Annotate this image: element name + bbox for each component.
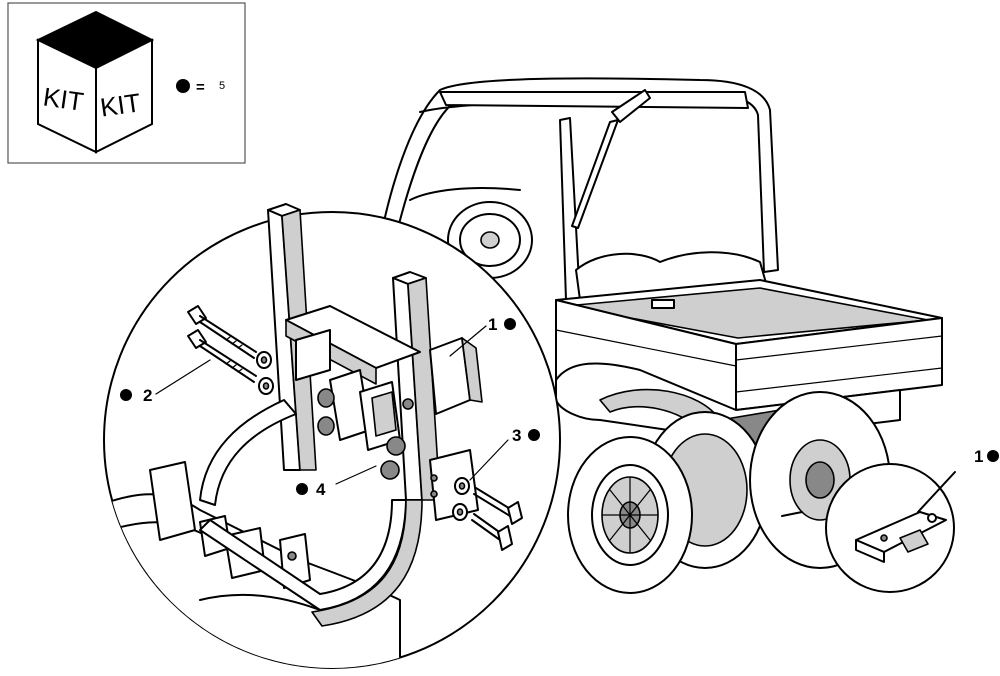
bullet-icon	[504, 318, 516, 330]
wheel-front-outer	[567, 436, 693, 594]
bullet-icon	[528, 429, 540, 441]
cargo-bed	[555, 279, 943, 411]
bullet-icon	[296, 483, 308, 495]
callout-2: 2	[120, 386, 152, 405]
utility-vehicle-illustration	[379, 77, 943, 594]
legend-equals: =	[196, 79, 205, 96]
kit-legend-box: KIT KIT = 5	[7, 2, 246, 164]
hitch-bracket-part	[855, 511, 947, 563]
bullet-icon	[987, 450, 999, 462]
front-frame-detail-circle	[103, 203, 561, 669]
bullet-icon	[176, 79, 190, 93]
hitch-pointer	[781, 511, 803, 517]
right-bolts-part-3	[452, 477, 523, 551]
callout-1: 1	[488, 315, 516, 334]
left-bolts-part-2	[187, 305, 274, 395]
hitch-detail-circle	[825, 463, 956, 593]
leader-line	[917, 471, 956, 513]
mount-plates	[329, 369, 401, 451]
callout-4-number: 4	[316, 480, 326, 499]
callout-leaders	[155, 325, 509, 485]
callout-2-number: 2	[143, 386, 152, 405]
kit-label-left: KIT	[41, 82, 85, 117]
kit-label-right: KIT	[98, 87, 142, 122]
cross-member	[285, 305, 421, 385]
kit-box-icon	[35, 10, 155, 154]
mount-bracket-part-1	[429, 337, 483, 521]
bushings-part-4	[317, 388, 414, 480]
callout-3-number: 3	[512, 426, 521, 445]
bullet-icon	[120, 389, 132, 401]
right-upright-tube	[199, 271, 441, 627]
callout-4: 4	[296, 480, 326, 499]
callout-1-number: 1	[488, 315, 497, 334]
roll-cage	[379, 77, 779, 301]
legend-value: 5	[219, 80, 225, 92]
callout-1b-number: 1	[974, 447, 983, 466]
callout-3: 3	[512, 426, 540, 445]
callout-1-hitch: 1	[974, 447, 999, 466]
